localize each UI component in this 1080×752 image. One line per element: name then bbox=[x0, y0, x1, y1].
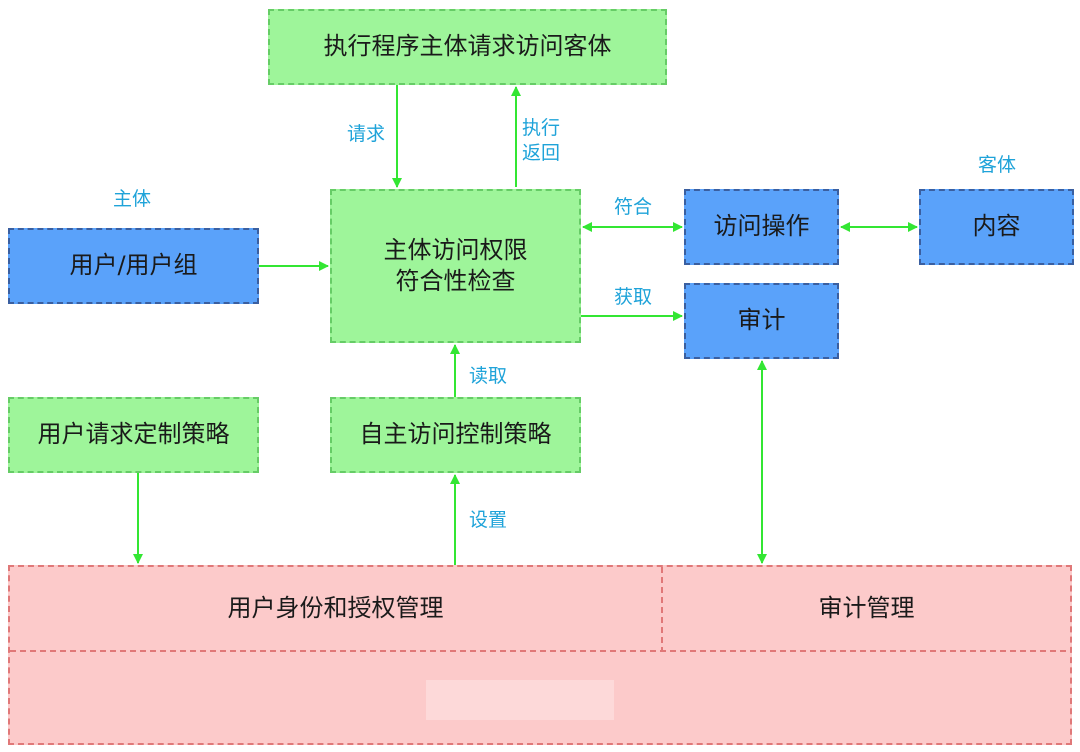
object-label: 客体 bbox=[978, 154, 1017, 176]
read-label: 读取 bbox=[469, 365, 508, 387]
access-operation-box: 访问操作 bbox=[684, 189, 839, 265]
conform-label: 符合 bbox=[614, 196, 653, 218]
audit-box: 审计 bbox=[684, 283, 839, 359]
identity-management-cell: 用户身份和授权管理 bbox=[227, 594, 444, 623]
request-label: 请求 bbox=[347, 123, 386, 145]
permission-check-box: 主体访问权限 符合性检查 bbox=[330, 189, 581, 343]
user-request-policy-box: 用户请求定制策略 bbox=[8, 397, 259, 473]
execute-request-box: 执行程序主体请求访问客体 bbox=[268, 9, 667, 85]
user-group-box: 用户/用户组 bbox=[8, 228, 259, 304]
content-box: 内容 bbox=[919, 189, 1074, 265]
dac-policy-box: 自主访问控制策略 bbox=[330, 397, 581, 473]
audit-management-cell: 审计管理 bbox=[818, 594, 915, 623]
subject-label: 主体 bbox=[113, 188, 152, 210]
setup-label: 设置 bbox=[469, 509, 508, 531]
fetch-label: 获取 bbox=[614, 286, 653, 308]
exec-return-label: 执行 返回 bbox=[522, 117, 561, 164]
